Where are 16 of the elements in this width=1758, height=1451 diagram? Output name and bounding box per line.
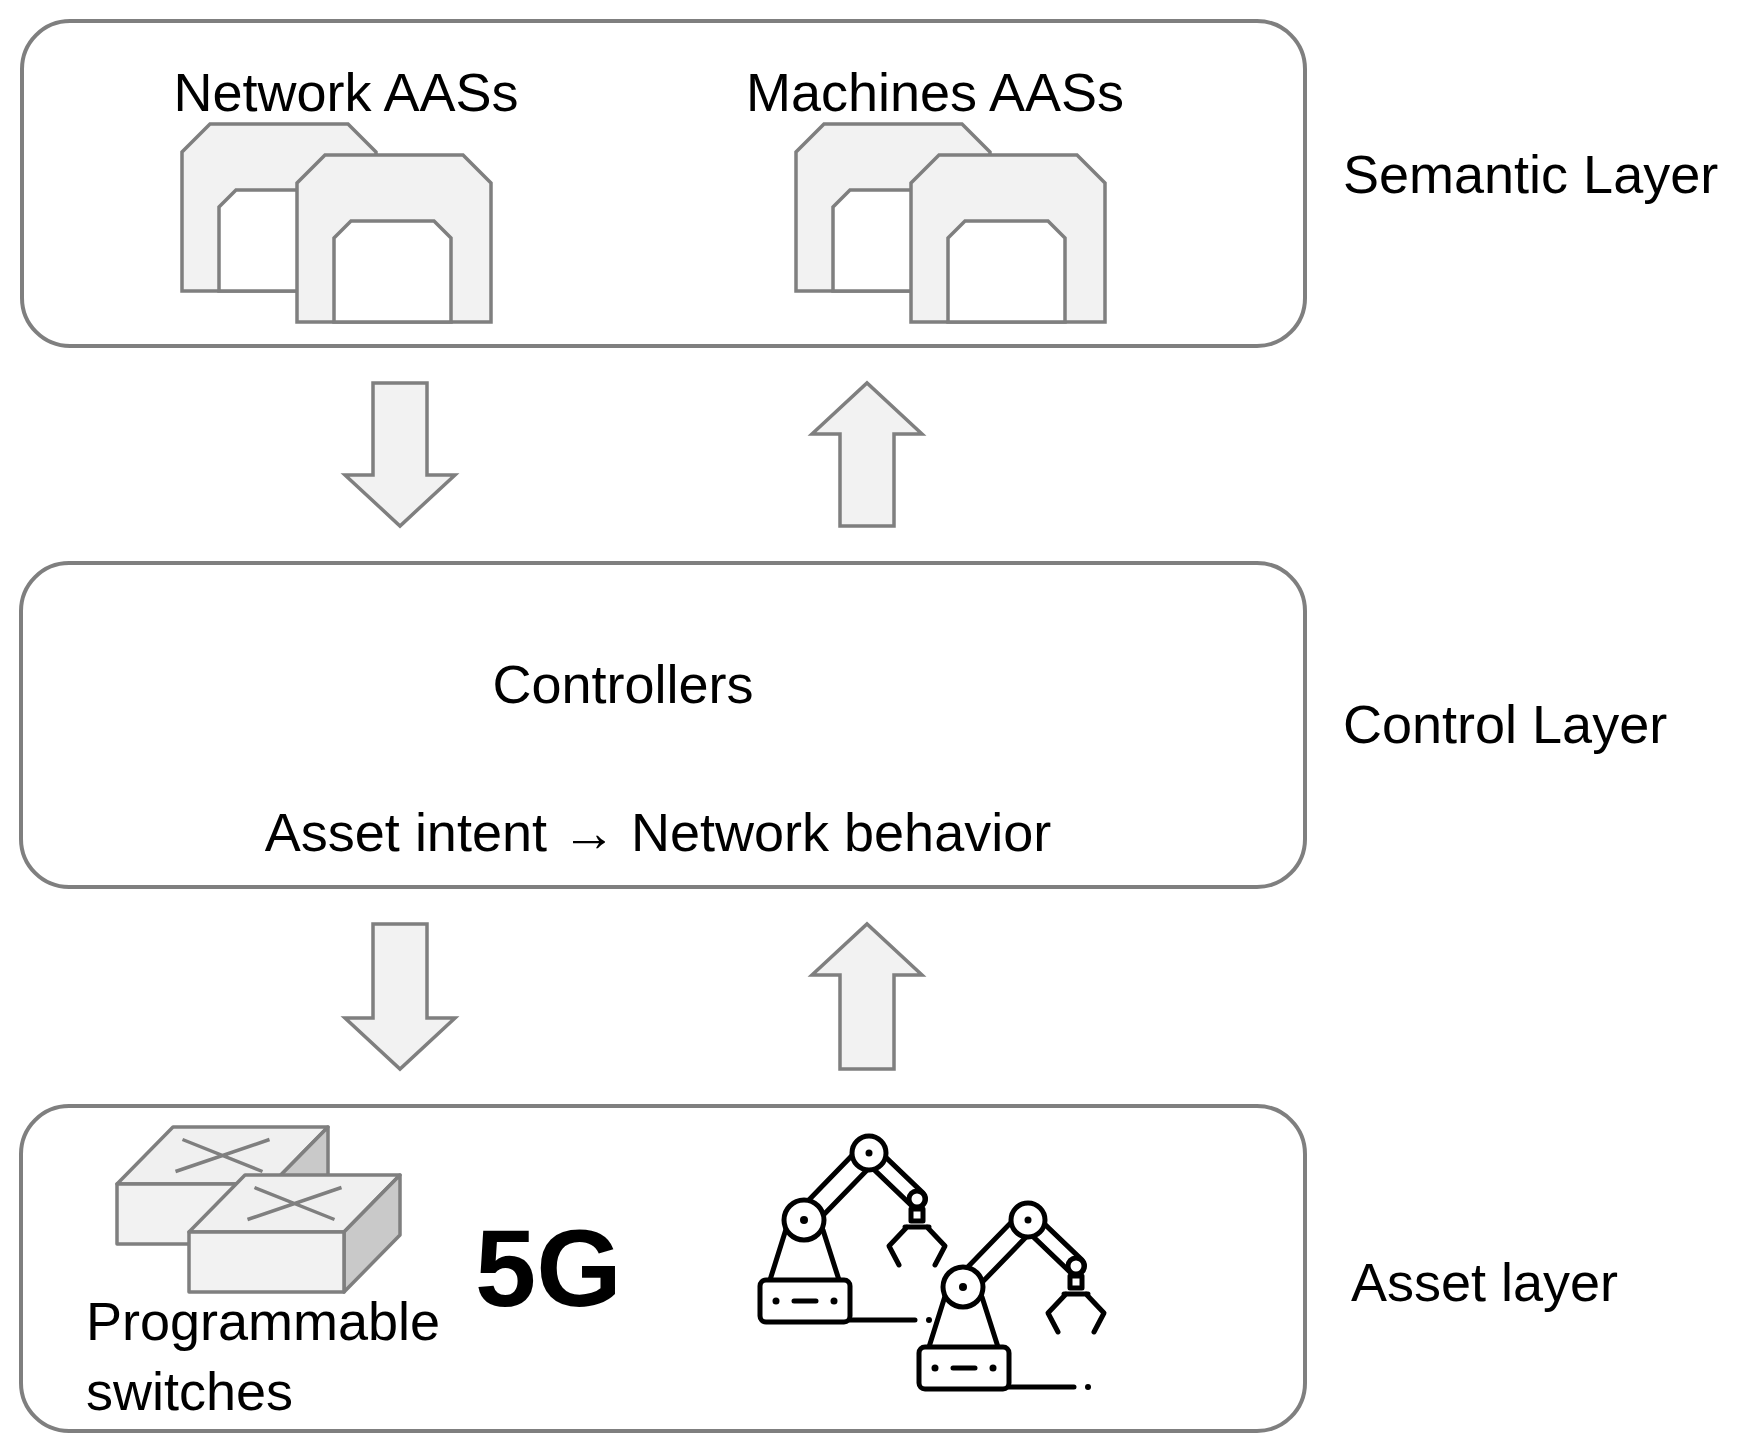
block-arrow: [340, 922, 460, 1072]
block-arrow: [340, 381, 460, 529]
layer-label: Control Layer: [1343, 693, 1668, 756]
panel-text: Asset intent → Network behavior: [264, 801, 1052, 864]
layer-panel: [19, 1104, 1307, 1433]
layer-panel: [19, 561, 1307, 889]
caption-text: Programmable switches: [86, 1290, 442, 1423]
layer-label: Semantic Layer: [1343, 143, 1719, 206]
column-heading: Network AASs: [173, 61, 519, 124]
panel-title: Controllers: [492, 653, 754, 716]
block-arrow: [807, 380, 927, 528]
block-arrow: [807, 921, 927, 1071]
network-type-label: 5G: [475, 1213, 622, 1323]
layer-panel: [20, 19, 1307, 348]
layer-label: Asset layer: [1351, 1251, 1619, 1314]
column-heading: Machines AASs: [745, 61, 1125, 124]
